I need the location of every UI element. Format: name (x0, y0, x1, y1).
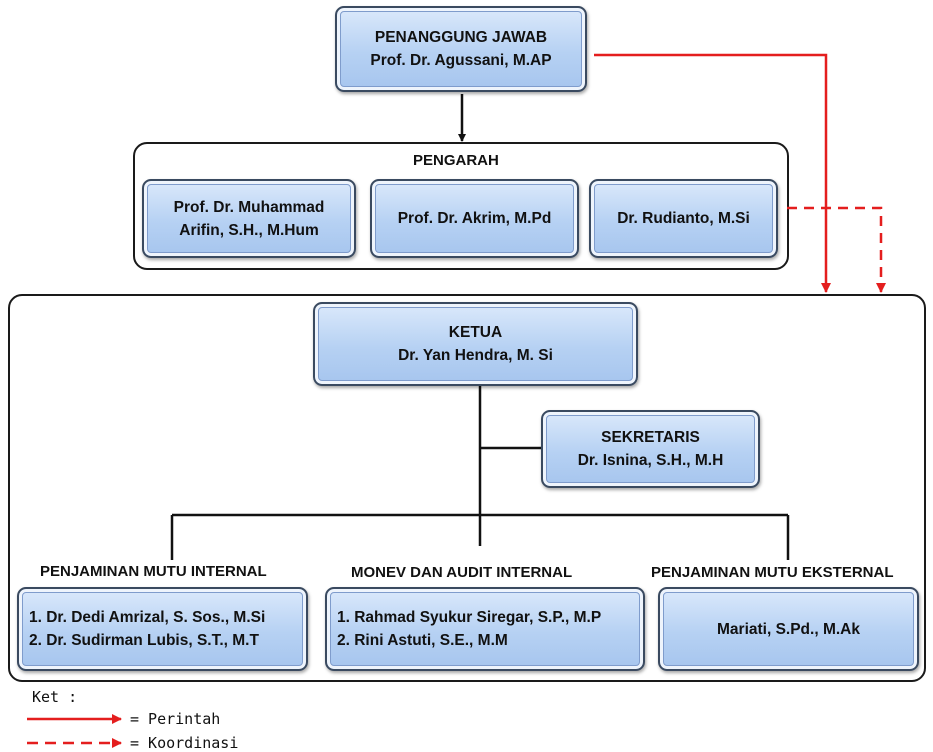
pengarah-title: PENGARAH (413, 152, 499, 169)
division-members-box: 1. Rahmad Syukur Siregar, S.P., M.P 2. R… (325, 587, 645, 671)
penanggung-jawab-title: PENANGGUNG JAWAB (374, 29, 548, 46)
pengarah-member-box: Prof. Dr. Akrim, M.Pd (370, 179, 579, 258)
sekretaris-title: SEKRETARIS (601, 429, 700, 446)
division-members-box: 1. Dr. Dedi Amrizal, S. Sos., M.Si 2. Dr… (17, 587, 308, 671)
ketua-title: KETUA (448, 324, 503, 341)
penanggung-jawab-box: PENANGGUNG JAWAB Prof. Dr. Agussani, M.A… (335, 6, 587, 92)
pengarah-member-box: Dr. Rudianto, M.Si (589, 179, 778, 258)
division-member: 1. Dr. Dedi Amrizal, S. Sos., M.Si (29, 609, 266, 626)
penanggung-jawab-name: Prof. Dr. Agussani, M.AP (370, 52, 552, 69)
division-member: 1. Rahmad Syukur Siregar, S.P., M.P (337, 609, 602, 626)
perintah-line (594, 53, 831, 293)
legend-title: Ket : (32, 688, 78, 706)
division-title: MONEV DAN AUDIT INTERNAL (351, 564, 573, 581)
koordinasi-line (787, 206, 886, 293)
division-member: 2. Rini Astuti, S.E., M.M (337, 632, 508, 649)
pengarah-member-box: Prof. Dr. Muhammad Arifin, S.H., M.Hum (142, 179, 356, 258)
pengarah-member-name: Dr. Rudianto, M.Si (617, 210, 750, 227)
ketua-box: KETUA Dr. Yan Hendra, M. Si (313, 302, 638, 386)
pengarah-member-name: Prof. Dr. Muhammad (173, 198, 325, 216)
division-members-box: Mariati, S.Pd., M.Ak (658, 587, 919, 671)
sekretaris-name: Dr. Isnina, S.H., M.H (577, 452, 724, 469)
legend-perintah-label: = Perintah (130, 710, 221, 728)
pengarah-member-name: Arifin, S.H., M.Hum (179, 221, 319, 239)
sekretaris-box: SEKRETARIS Dr. Isnina, S.H., M.H (541, 410, 760, 488)
division-title: PENJAMINAN MUTU INTERNAL (40, 563, 267, 580)
division-member: 2. Dr. Sudirman Lubis, S.T., M.T (29, 632, 259, 649)
division-title: PENJAMINAN MUTU EKSTERNAL (651, 564, 894, 581)
legend-koordinasi-label: = Koordinasi (130, 734, 239, 752)
ketua-name: Dr. Yan Hendra, M. Si (398, 347, 553, 364)
division-member: Mariati, S.Pd., M.Ak (717, 620, 860, 638)
pengarah-member-name: Prof. Dr. Akrim, M.Pd (397, 210, 552, 227)
